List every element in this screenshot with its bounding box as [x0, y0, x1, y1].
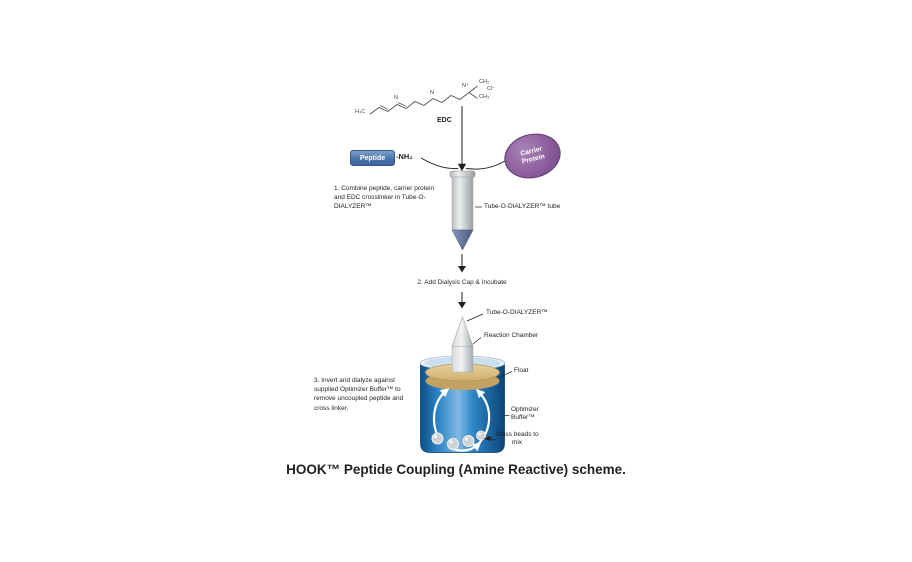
peptide-box: Peptide — [350, 150, 395, 166]
atom-cl: Cl⁻ — [487, 86, 496, 92]
step-1-text: 1. Combine peptide, carrier protein and … — [334, 185, 435, 211]
tube-cone — [451, 229, 474, 251]
atom-h3c: H₃C — [355, 109, 366, 115]
edc-label: EDC — [437, 117, 452, 124]
callout-reaction-chamber: Reaction Chamber — [484, 332, 539, 339]
atom-ch3-bottom: CH₃ — [479, 94, 490, 100]
dialyzer-tube — [449, 170, 482, 251]
callout-tube: Tube-O-DIALYZER™ tube — [484, 203, 561, 210]
float-disk — [425, 363, 500, 390]
atom-n-mid: N — [430, 90, 434, 96]
flow-arrow-1 — [458, 254, 466, 273]
peptide-label: Peptide — [359, 154, 386, 162]
atom-n-plus: N⁺ — [462, 83, 469, 89]
figure-caption: HOOK™ Peptide Coupling (Amine Reactive) … — [286, 462, 626, 477]
step-2-text: 2. Add Dialysis Cap & Incubate — [417, 279, 507, 286]
convergence-arrows — [420, 106, 506, 171]
leader-lines — [466, 313, 513, 441]
callout-optimizer-buffer: Optimizer Buffer™ — [511, 406, 539, 422]
amine-group-label: -NH₂ — [396, 152, 413, 161]
edc-structure — [369, 85, 478, 115]
inverted-dialyzer-tube — [451, 315, 474, 373]
callout-float: Float — [514, 367, 529, 374]
atom-n-left: N — [394, 95, 398, 101]
step-3-text: 3. Invert and dialyze against supplied O… — [314, 377, 404, 412]
callout-glass-beads: Glass beads to mix — [495, 431, 539, 447]
flow-arrow-2 — [458, 292, 466, 309]
atom-ch3-top: CH₃ — [479, 79, 490, 85]
callout-dialyzer: Tube-O-DIALYZER™ — [486, 309, 548, 316]
glass-beads — [431, 430, 486, 450]
